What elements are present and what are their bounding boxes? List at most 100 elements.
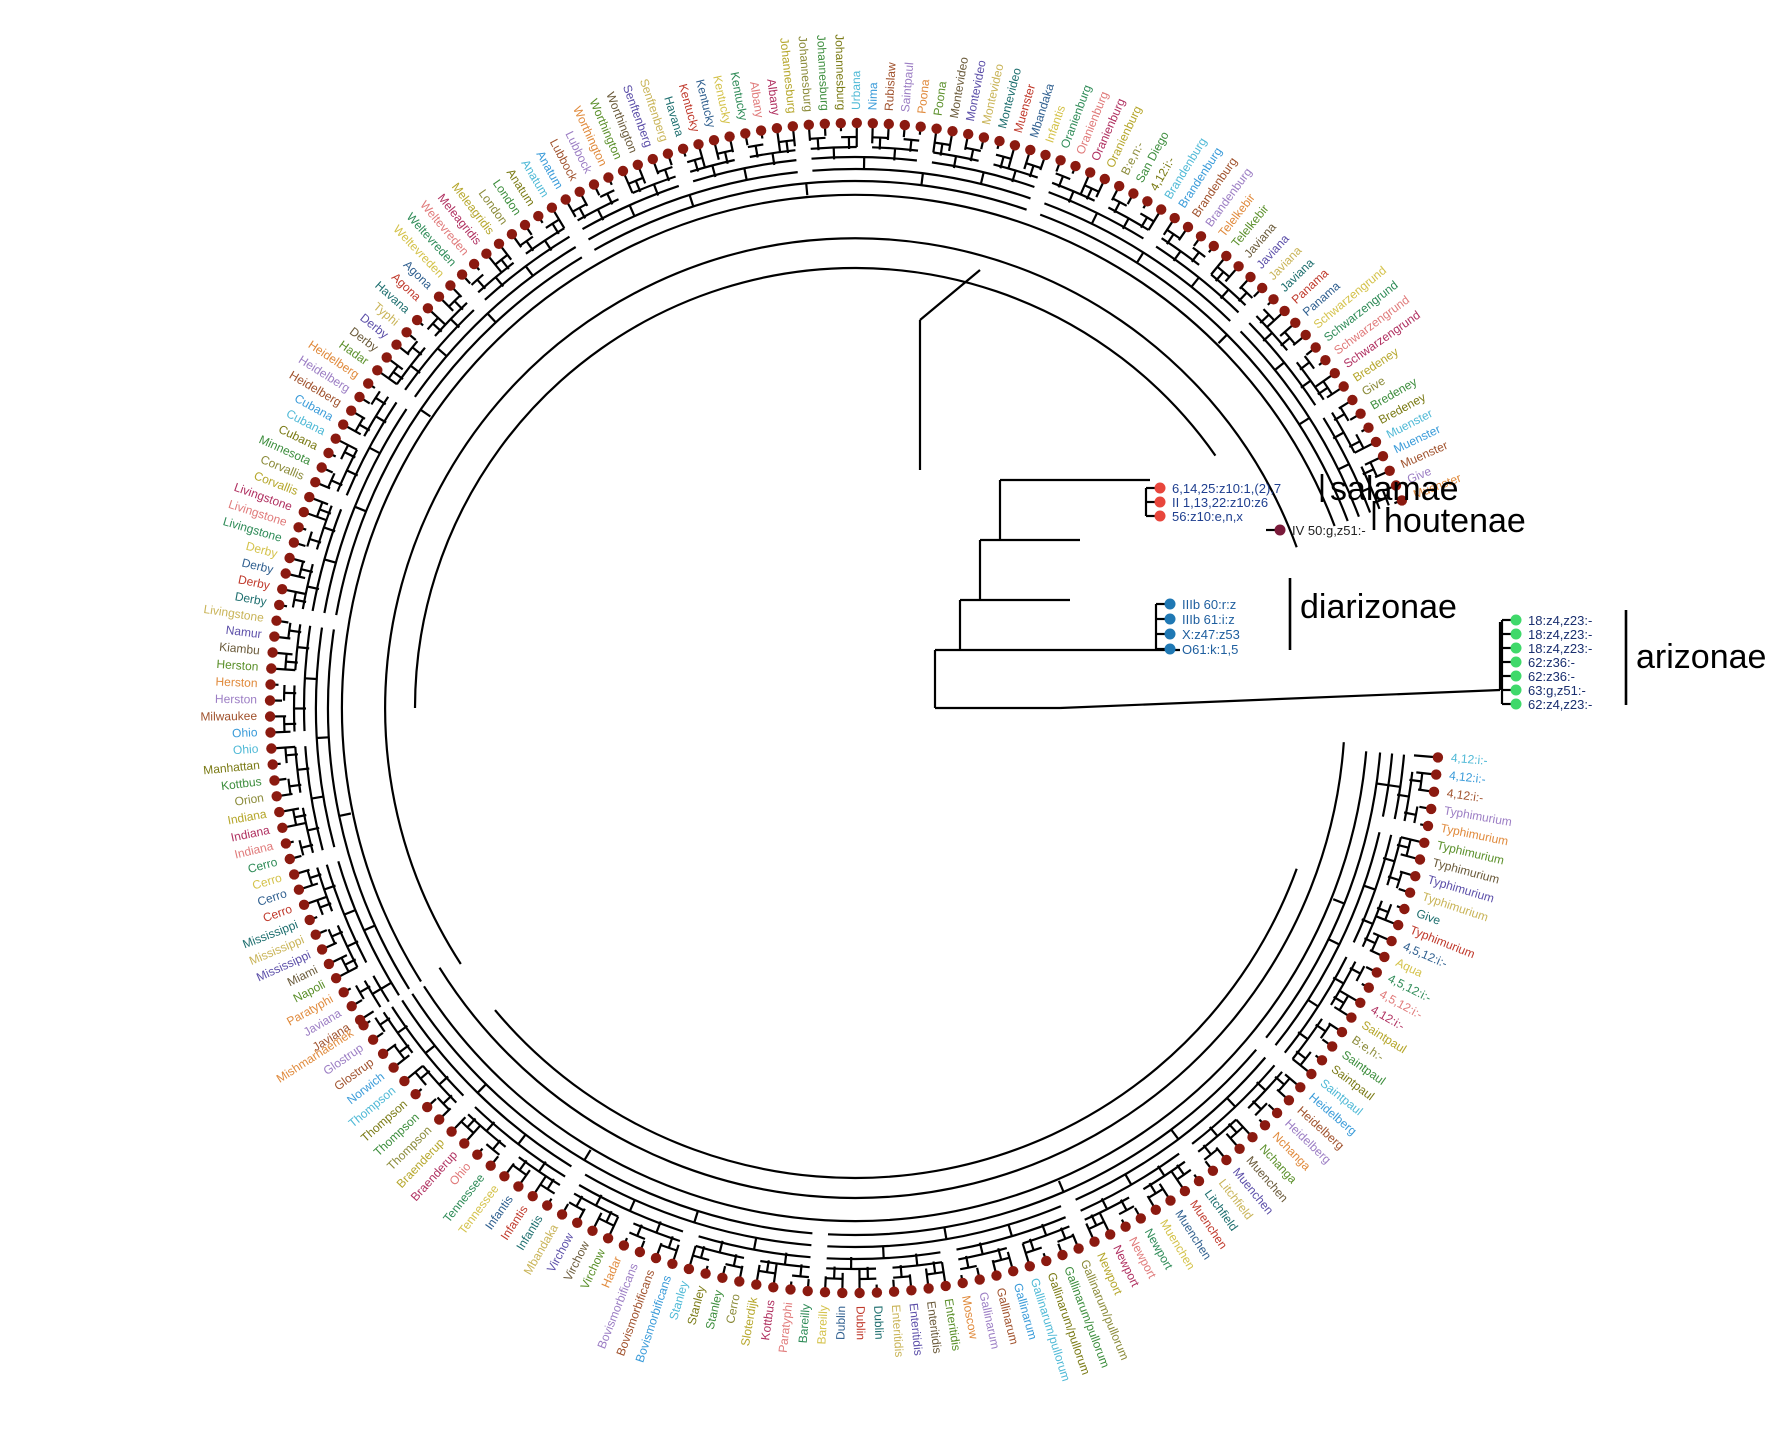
arc-b-tip-marker <box>1404 887 1416 898</box>
arc-b-tip-label: Moscow <box>959 1294 981 1340</box>
arc-b-tip-marker <box>1283 1095 1295 1106</box>
arc-a-tip-label: Herston <box>216 657 259 674</box>
arc-b-tip-marker <box>367 1034 379 1045</box>
arc-a-tip-marker <box>401 327 412 338</box>
arc-b-tip-label: 4,12:i:- <box>1450 751 1488 768</box>
arc-a-internal-branch <box>434 302 468 337</box>
arc-b-internal-branch <box>1381 753 1394 817</box>
arc-a-internal-branch <box>298 839 305 856</box>
arc-b-internal-branch <box>956 1216 1067 1251</box>
arc-b-tip-marker <box>1428 786 1440 797</box>
arc-a-tip-marker <box>1310 342 1321 353</box>
arc-a-internal-branch <box>1248 322 1317 406</box>
arc-a-internal-branch <box>363 980 382 1008</box>
arc-a-stem-branch <box>419 408 432 418</box>
arc-a-tip-marker <box>1355 408 1366 419</box>
arc-b-tip-marker <box>734 1276 745 1287</box>
arc-b-tip-marker <box>1422 820 1434 832</box>
arc-a-tip-marker <box>1320 355 1331 366</box>
arizonae-label: 18:z4,z23:- <box>1528 627 1592 642</box>
arc-a-tip-label: Herston <box>215 674 258 690</box>
diarizonae-marker <box>1164 628 1176 640</box>
arizonae-marker <box>1510 684 1522 696</box>
arc-a-internal-branch <box>315 505 333 550</box>
salamae-marker <box>1154 510 1166 522</box>
arc-a-tip-marker <box>338 419 349 430</box>
backbone-arc <box>438 742 1345 1200</box>
arc-a-tip-marker <box>1040 149 1051 161</box>
arc-a-tip-marker <box>265 679 276 690</box>
arc-b-stem-branch <box>943 1227 948 1240</box>
arc-b-tip-marker <box>1295 1082 1306 1093</box>
houtenae-marker <box>1274 524 1286 536</box>
arc-b-tip-label: Bareilly <box>814 1305 830 1345</box>
arc-b-tip-label: Enteritidis <box>924 1300 945 1354</box>
arc-b-tip-marker <box>1135 1213 1147 1224</box>
arc-b-stem-branch <box>1388 784 1401 788</box>
arc-b-tip-marker <box>1008 1266 1019 1277</box>
arc-b-tip-marker <box>513 1181 524 1192</box>
arc-a-internal-branch <box>1139 212 1155 223</box>
arc-b-tip-marker <box>1193 1175 1205 1187</box>
arc-b-internal-branch <box>518 1156 561 1187</box>
arc-a-tip-label: Herston <box>215 692 257 707</box>
arc-a-tip-marker <box>632 159 643 170</box>
arc-a-internal-branch <box>903 138 920 142</box>
arc-a-internal-branch <box>284 747 288 764</box>
arc-a-internal-branch <box>287 778 292 795</box>
arc-b-tip-marker <box>634 1246 646 1258</box>
arc-b-tip-marker <box>542 1200 553 1211</box>
arc-a-tip-marker <box>411 314 423 326</box>
arc-b-internal-branch <box>825 1277 843 1280</box>
arc-b-internal-branch <box>826 1267 877 1271</box>
arc-b-tip-marker <box>1259 1120 1271 1131</box>
arc-a-tip-marker <box>267 647 278 658</box>
arc-b-internal-branch <box>760 1259 810 1269</box>
arc-a-tip-marker <box>363 378 374 389</box>
arc-a-internal-branch <box>345 401 398 496</box>
arc-a-tip-marker <box>288 537 300 548</box>
arc-a-tip-marker <box>978 132 990 143</box>
arc-b-tip-marker <box>499 1171 510 1182</box>
arc-b-tip-marker <box>1431 769 1442 780</box>
arc-b-tip-label: Enteritidis <box>942 1298 964 1352</box>
outgroup-branch <box>919 269 981 321</box>
arc-b-stem-branch <box>693 1210 699 1223</box>
arc-a-tip-marker <box>1182 221 1194 233</box>
arc-a-internal-branch <box>406 340 419 355</box>
arc-a-tip-marker <box>271 791 282 802</box>
arc-b-internal-branch <box>539 1183 556 1195</box>
arc-a-tip-marker <box>277 822 288 833</box>
arc-a-internal-branch <box>1283 331 1296 345</box>
arc-a-tip-label: Milwaukee <box>200 709 257 724</box>
arc-b-internal-branch <box>467 1113 507 1148</box>
arc-b-tip-marker <box>1234 1143 1245 1155</box>
arc-a-tip-label: Indiana <box>226 807 268 828</box>
arc-b-tip-label: 4,12:i:- <box>1448 768 1486 786</box>
arizonae-marker <box>1510 670 1522 682</box>
arc-a-internal-branch <box>372 975 390 1003</box>
arc-a-internal-branch <box>593 179 1027 251</box>
arc-a-internal-branch <box>404 309 475 391</box>
arc-b-tip-marker <box>434 1114 445 1125</box>
arc-a-tip-marker <box>724 131 735 142</box>
arc-a-stem-branch <box>920 173 924 186</box>
arc-a-stem-branch <box>1217 333 1228 344</box>
arc-a-tip-marker <box>316 462 327 473</box>
arc-a-tip-marker <box>391 339 402 350</box>
arc-b-tip-marker <box>717 1272 728 1284</box>
arc-a-stem-branch <box>688 194 695 207</box>
arc-a-tip-label: Nima <box>865 82 880 111</box>
arc-a-internal-branch <box>933 151 979 162</box>
arc-b-internal-branch <box>1191 1064 1276 1145</box>
salamae-label: 56:z10:e,n,x <box>1172 509 1243 524</box>
arc-a-tip-marker <box>617 165 629 177</box>
arc-b-tip-marker <box>1363 982 1375 993</box>
arc-b-internal-branch <box>1022 1225 1070 1245</box>
arc-a-stem-branch <box>380 981 392 990</box>
arc-b-internal-branch <box>1229 1126 1244 1140</box>
arc-a-stem-branch <box>343 909 356 916</box>
arc-b-stem-branch <box>517 1133 527 1145</box>
arc-a-tip-marker <box>338 987 349 998</box>
